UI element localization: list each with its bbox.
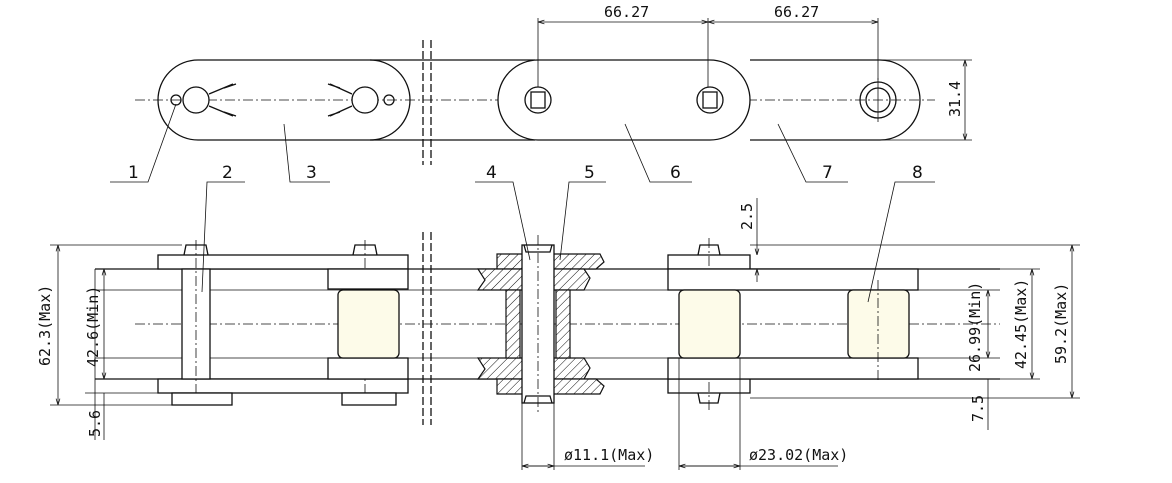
outer-plate-top-left [157, 254, 409, 270]
roller-middle [678, 289, 741, 359]
pin-flat-1 [530, 91, 546, 109]
dim-inner-width-min: 42.6(Min) [84, 286, 102, 367]
outer-plate-bottom-left [157, 378, 409, 394]
section-bushing-left [505, 289, 521, 359]
dim-pin-diameter: ø11.1(Max) [564, 446, 654, 464]
center-pin-cap-bottom [523, 395, 553, 404]
pin-flat-2 [702, 91, 718, 109]
leader-2 [201, 181, 245, 293]
dim-roller-width-min: 26.99(Min) [966, 282, 984, 372]
inner-plate-bottom-right [667, 357, 919, 380]
inner-plate [497, 59, 751, 141]
part-number-5: 5 [584, 163, 595, 183]
right-plate-end [879, 59, 921, 141]
bushing-hole-2 [696, 86, 724, 114]
cotter-pin-left [208, 83, 237, 117]
center-pin-cap-top [523, 244, 553, 253]
pin-left [182, 86, 210, 114]
part-number-8: 8 [912, 163, 923, 183]
dim-roller-diameter: ø23.02(Max) [749, 446, 848, 464]
part-number-2: 2 [222, 163, 233, 183]
leader-8 [867, 181, 935, 303]
section-bushing-right [555, 289, 571, 359]
bottom-view: 62.3(Max) 42.6(Min) 5.6 2.5 26.99(Min) 4… [36, 198, 1080, 470]
leader-6 [624, 123, 692, 183]
pin-right [351, 86, 379, 114]
part-number-4: 4 [486, 163, 497, 183]
dim-end-offset: 7.5 [969, 395, 987, 422]
dim-pitch-2: 66.27 [774, 3, 819, 21]
second-pin-cotter [341, 392, 397, 406]
part-number-3: 3 [306, 163, 317, 183]
dim-overall-width: 62.3(Max) [36, 285, 54, 366]
leader-5 [559, 181, 606, 261]
top-view: 66.27 66.27 31.4 [135, 3, 972, 165]
dim-plate-height: 31.4 [946, 81, 964, 117]
part-number-6: 6 [670, 163, 681, 183]
roller-right [847, 289, 910, 359]
dim-pitch-1: 66.27 [604, 3, 649, 21]
leader-3 [283, 123, 330, 183]
part-number-1: 1 [128, 163, 139, 183]
inner-plate-bottom-left [327, 357, 409, 380]
left-pin-cotter [171, 392, 233, 406]
leader-4 [475, 181, 531, 261]
leader-1 [110, 103, 177, 183]
part-callouts-bottom: 2 4 5 8 [201, 163, 935, 303]
second-pin-head [352, 244, 378, 256]
dim-plate-thickness: 2.5 [738, 203, 756, 230]
inner-plate-top-left [327, 268, 409, 290]
roller-left [337, 289, 400, 359]
left-pin-head [183, 244, 209, 256]
cotter-pin-right [327, 83, 353, 117]
leader-7 [777, 123, 848, 183]
dim-outer-link-width: 59.2(Max) [1052, 283, 1070, 364]
part-number-7: 7 [822, 163, 833, 183]
part-callouts-top: 1 3 6 7 [110, 103, 848, 183]
dim-pin-offset: 5.6 [86, 410, 104, 437]
inner-plate-top-right [667, 268, 919, 291]
cotter-eye-right [383, 94, 395, 106]
dim-inner-link-width: 42.45(Max) [1012, 279, 1030, 369]
